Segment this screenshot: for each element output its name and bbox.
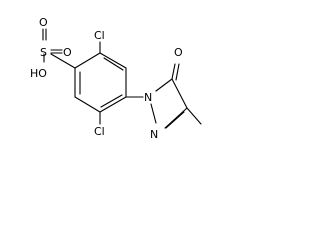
bond <box>99 52 127 69</box>
bond <box>150 103 157 124</box>
pyrazolone-ring <box>125 63 202 129</box>
bond <box>164 107 188 129</box>
chlorine-label: Cl <box>94 125 105 138</box>
bond <box>175 63 180 81</box>
bond <box>74 96 101 113</box>
chemical-structure: O S O HO Cl Cl O N N <box>30 16 202 141</box>
bond <box>186 107 202 125</box>
bond <box>171 63 176 80</box>
nitrogen-label: N <box>150 128 158 141</box>
sulfur-label: S <box>40 46 47 59</box>
bond <box>50 53 76 69</box>
bond <box>155 78 173 92</box>
hydroxyl-label: HO <box>30 67 47 80</box>
bond <box>100 94 123 108</box>
oxygen-label: O <box>63 46 72 59</box>
bond <box>165 111 185 129</box>
bond <box>171 78 188 109</box>
bond <box>74 52 101 69</box>
chlorine-label: Cl <box>94 29 105 42</box>
oxygen-label: O <box>39 16 48 29</box>
bond <box>103 57 124 71</box>
benzene-ring <box>74 52 127 113</box>
sulfonic-acid-group <box>42 28 76 69</box>
oxygen-label: O <box>174 46 183 59</box>
nitrogen-label: N <box>144 91 152 104</box>
bond <box>99 96 127 113</box>
